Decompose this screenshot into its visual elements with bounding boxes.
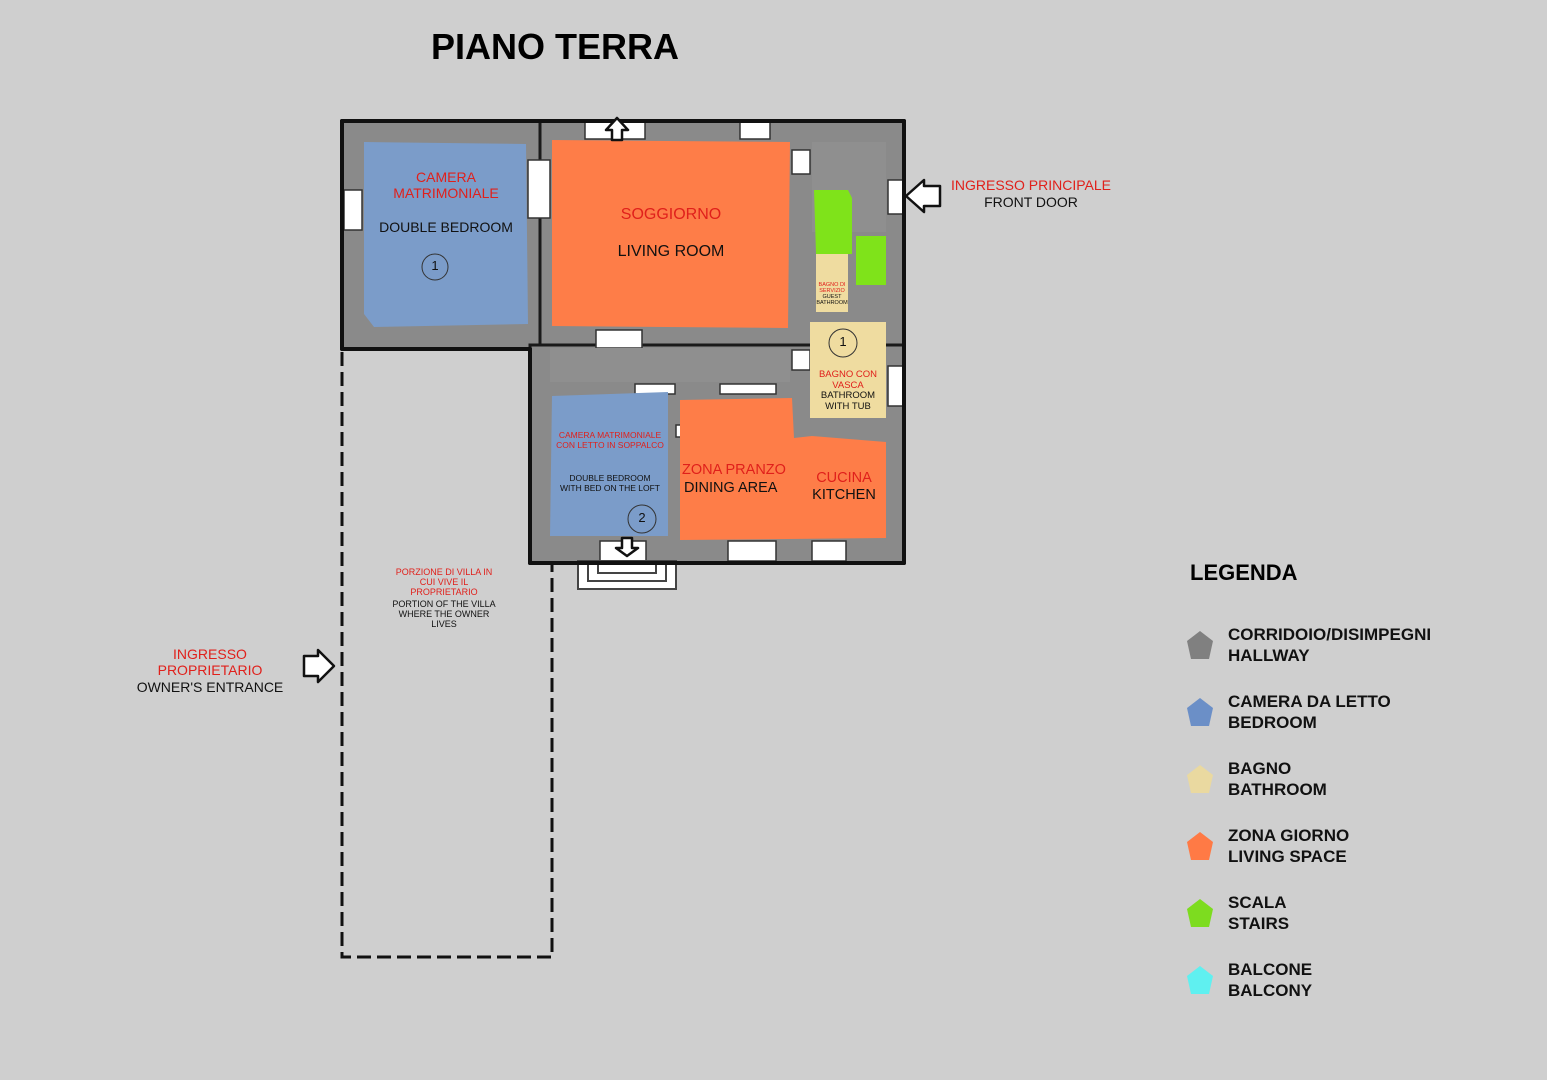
legend-item-text: CORRIDOIO/DISIMPEGNI HALLWAY [1228, 624, 1431, 666]
room-bathroom-tub-en: BATHROOM WITH TUB [820, 390, 876, 412]
legend-title: LEGENDA [1190, 560, 1298, 585]
legend-item-label-en: BATHROOM [1228, 780, 1327, 799]
room-number-circles [421, 253, 858, 534]
room-living-room-it: SOGGIORNO [620, 206, 722, 223]
rooms [364, 140, 886, 540]
legend-item-label-en: HALLWAY [1228, 646, 1310, 665]
owner-portion-en: PORTION OF THE VILLA WHERE THE OWNER LIV… [392, 599, 496, 630]
legend-swatch-icon [1187, 631, 1213, 659]
entry-steps [577, 560, 677, 590]
legend-item-label-it: SCALA [1228, 893, 1287, 912]
openings [343, 120, 905, 562]
living-room-up-arrow-icon [604, 116, 630, 142]
front-door-arrow-icon [904, 178, 942, 214]
owner-entrance-it: INGRESSO PROPRIETARIO [157, 646, 263, 678]
room-loft-bedroom-fill [550, 392, 668, 536]
legend-swatch-shape [1187, 899, 1213, 927]
legend-item: SCALA STAIRS [1186, 892, 1516, 940]
loft-bedroom-arrow-icon [614, 536, 640, 558]
legend-swatch-icon [1187, 698, 1213, 726]
room-bathroom-tub-number: 1 [839, 334, 847, 349]
page-title: PIANO TERRA [430, 26, 679, 67]
room-loft-bedroom-it: CAMERA MATRIMONIALE CON LETTO IN SOPPALC… [556, 430, 664, 450]
legend-item: ZONA GIORNO LIVING SPACE [1186, 825, 1516, 873]
bathroom-tub-fill [810, 322, 886, 418]
room-double-bedroom-1-it: CAMERA MATRIMONIALE [393, 169, 499, 201]
stairs-upper-fill [814, 190, 852, 254]
room-living-room-en: LIVING ROOM [617, 243, 725, 260]
room-loft-bedroom-number: 2 [638, 510, 646, 525]
room-kitchen-en: KITCHEN [812, 487, 876, 503]
room-double-bedroom-1-fill [364, 142, 528, 327]
legend-item-label-en: LIVING SPACE [1228, 847, 1347, 866]
entrance-arrows [302, 116, 942, 684]
legend-item-text: BAGNO BATHROOM [1228, 758, 1327, 800]
legend-item-label-en: BEDROOM [1228, 713, 1317, 732]
legend-item-label-it: CAMERA DA LETTO [1228, 692, 1391, 711]
room-kitchen-it: CUCINA [816, 470, 872, 486]
front-door-it: INGRESSO PRINCIPALE [950, 177, 1111, 193]
legend-item-text: ZONA GIORNO LIVING SPACE [1228, 825, 1349, 867]
room-living-room-fill [552, 140, 790, 328]
legend-item: CAMERA DA LETTO BEDROOM [1186, 691, 1516, 739]
legend-item-label-en: STAIRS [1228, 914, 1290, 933]
legend-swatch-icon [1187, 899, 1213, 927]
legend-item-text: CAMERA DA LETTO BEDROOM [1228, 691, 1391, 733]
legend-item-text: BALCONE BALCONY [1228, 959, 1312, 1001]
legend-swatch-shape [1187, 966, 1213, 994]
legend-item-label-it: BAGNO [1228, 759, 1292, 778]
owner-entrance-en: OWNER'S ENTRANCE [136, 679, 284, 695]
legend-item-text: SCALA STAIRS [1228, 892, 1289, 934]
legend-item: CORRIDOIO/DISIMPEGNI HALLWAY [1186, 624, 1516, 672]
legend-item: BALCONE BALCONY [1186, 959, 1516, 1007]
legend-item-label-it: CORRIDOIO/DISIMPEGNI [1228, 625, 1432, 644]
legend-swatch-shape [1187, 765, 1213, 793]
front-door-en: FRONT DOOR [984, 194, 1078, 210]
room-bathroom-tub-it: BAGNO CON VASCA [818, 369, 878, 391]
room-dining-fill [680, 398, 886, 540]
hallway-central-fill [550, 348, 790, 382]
wall-outlines [340, 119, 906, 565]
legend-swatch-shape [1187, 832, 1213, 860]
room-dining-it: ZONA PRANZO [682, 462, 786, 478]
legend-swatch-icon [1187, 765, 1213, 793]
stairs-lower-fill [856, 236, 886, 285]
legend-item-label-it: ZONA GIORNO [1228, 826, 1350, 845]
room-double-bedroom-1-number: 1 [431, 258, 439, 273]
room-dining-en: DINING AREA [684, 480, 778, 496]
owner-entrance-arrow-icon [302, 648, 336, 684]
legend-item-label-it: BALCONE [1228, 960, 1313, 979]
legend-swatch-shape [1187, 698, 1213, 726]
legend-swatch-icon [1187, 832, 1213, 860]
guest-bathroom-fill [816, 254, 848, 312]
owner-portion-outline [340, 352, 554, 959]
owner-portion-it: PORZIONE DI VILLA IN CUI VIVE IL PROPRIE… [395, 567, 493, 598]
legend-swatch-shape [1187, 631, 1213, 659]
room-double-bedroom-1-en: DOUBLE BEDROOM [379, 219, 513, 235]
room-loft-bedroom-en: DOUBLE BEDROOM WITH BED ON THE LOFT [560, 473, 660, 493]
room-guest-bathroom-it: BAGNO DI SERVIZIO [818, 282, 846, 295]
room-guest-bathroom-en: GUEST BATHROOM [816, 294, 848, 307]
legend-item: BAGNO BATHROOM [1186, 758, 1516, 806]
legend-item-label-en: BALCONY [1228, 981, 1313, 1000]
legend-swatch-icon [1187, 966, 1213, 994]
